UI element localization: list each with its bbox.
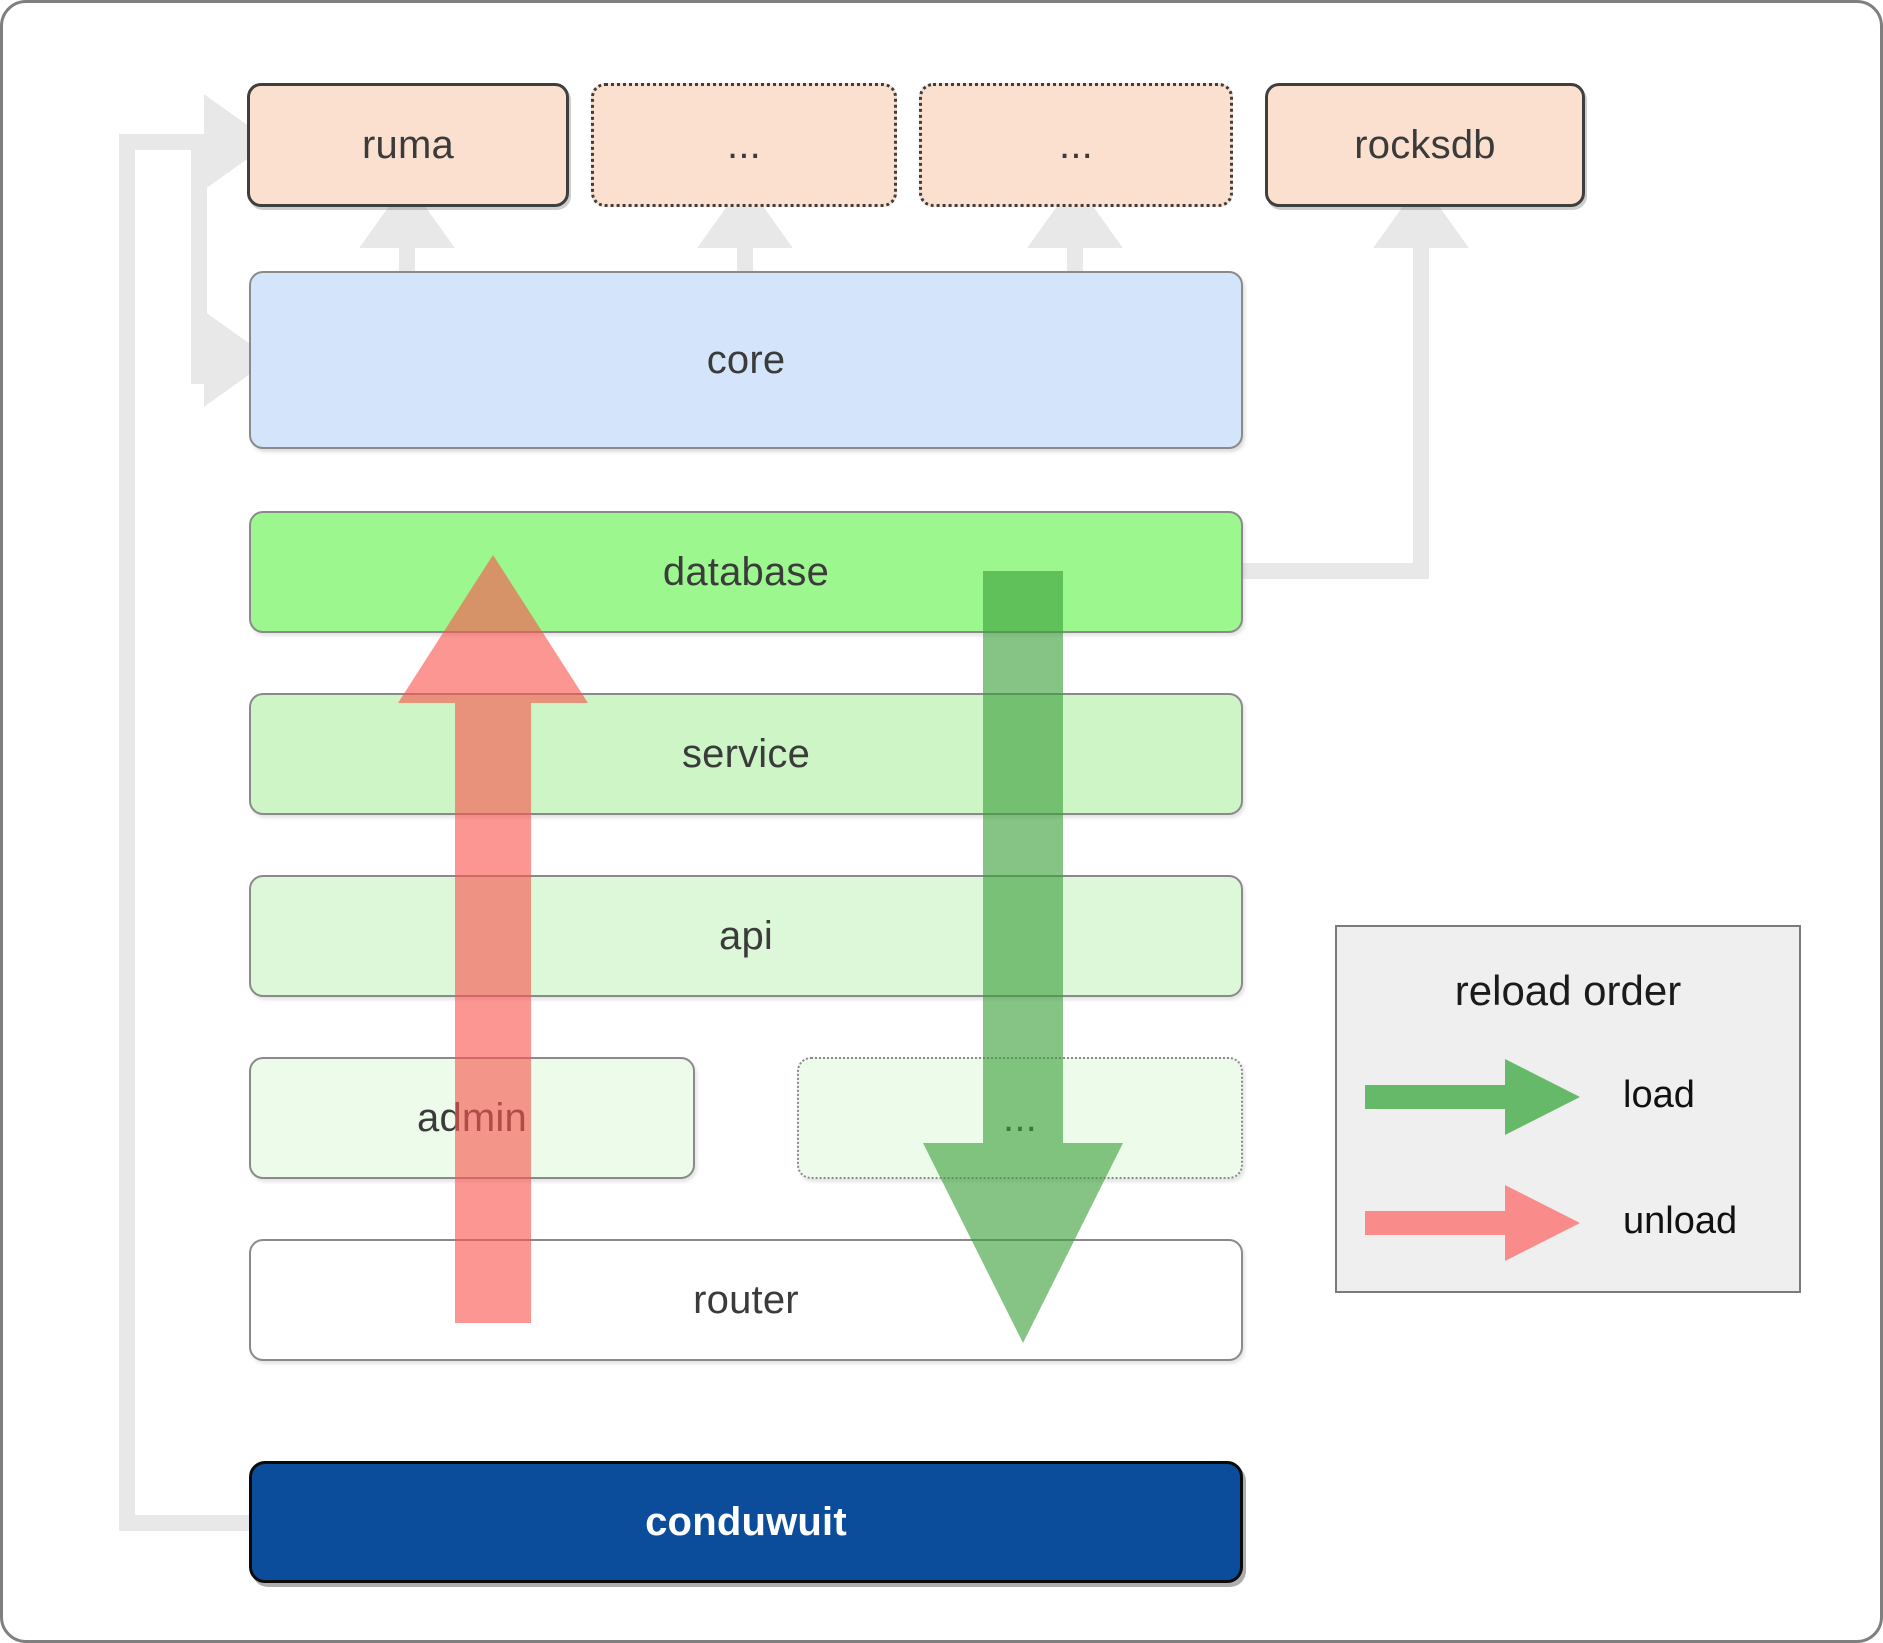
legend-row-unload: unload [1365,1181,1775,1261]
layer-box-api[interactable]: api [249,875,1243,997]
layer-box-service[interactable]: service [249,693,1243,815]
connector-layer [119,94,1469,1531]
layer-label-api: api [719,913,773,958]
legend-panel: reload order load unload [1335,925,1801,1293]
dependency-box-rocksdb[interactable]: rocksdb [1265,83,1585,207]
unload-arrow-icon [1365,1185,1580,1261]
layer-box-router[interactable]: router [249,1239,1243,1361]
layer-label-admin: admin [417,1095,527,1140]
layer-box-admin[interactable]: admin [249,1057,695,1179]
legend-label-load: load [1623,1073,1695,1116]
dependency-box-dots-1[interactable]: ... [591,83,897,207]
connector-database-to-rocksdb [1241,181,1469,579]
layer-label-service: service [681,731,811,776]
layer-label-dots: ... [1003,1095,1037,1140]
dependency-box-dots-2[interactable]: ... [919,83,1233,207]
dependency-label-ruma: ruma [362,122,454,167]
root-label-conduwuit: conduwuit [645,1499,847,1544]
connector-left-bus-upper [119,134,135,384]
flow-arrow-layer [398,555,1123,1343]
connector-conduwuit-to-ruma [119,94,271,1531]
legend-label-unload: unload [1623,1199,1738,1242]
layer-label-database: database [662,549,830,594]
dependency-label-rocksdb: rocksdb [1354,122,1496,167]
layer-label-router: router [693,1277,799,1322]
connector-left-bus-branch [191,134,207,384]
legend-row-load: load [1365,1055,1775,1135]
dependency-label-dots-1: ... [727,122,761,167]
core-label: core [706,337,786,382]
legend-title: reload order [1454,967,1682,1014]
root-box-conduwuit[interactable]: conduwuit [249,1461,1243,1583]
connector-left-bus-trunk [119,134,135,1531]
dependency-label-dots-2: ... [1059,122,1093,167]
layer-box-database[interactable]: database [249,511,1243,633]
load-arrow-icon [1365,1059,1580,1135]
core-box[interactable]: core [249,271,1243,449]
layer-box-dots[interactable]: ... [797,1057,1243,1179]
dependency-box-ruma[interactable]: ruma [247,83,569,207]
